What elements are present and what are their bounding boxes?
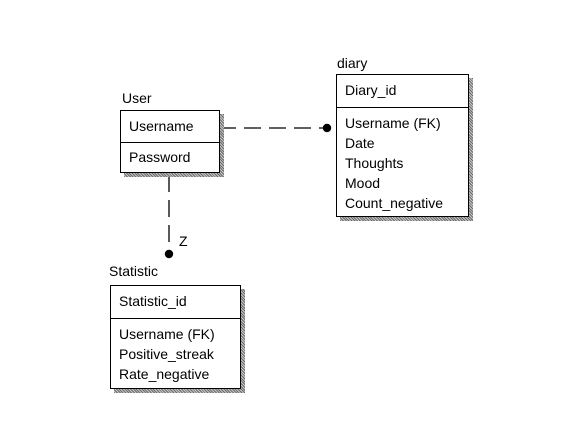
- diary-key-section: Diary_id: [337, 75, 468, 108]
- user-statistic-cardinality-label: Z: [179, 233, 188, 249]
- user-diary-dot: [322, 123, 332, 133]
- user-entity[interactable]: Username Password: [120, 110, 220, 173]
- statistic-entity-title: Statistic: [109, 263, 159, 279]
- diary-attribute-mood: Mood: [345, 175, 381, 191]
- statistic-key-attribute: Statistic_id: [119, 293, 187, 309]
- user-attribute-section: Password: [121, 143, 219, 167]
- user-attribute-password: Password: [129, 149, 191, 165]
- diary-attribute-count-negative: Count_negative: [345, 195, 444, 211]
- diary-attribute-date: Date: [345, 135, 375, 151]
- user-key-attribute: Username: [129, 118, 194, 134]
- user-entity-title: User: [122, 90, 152, 106]
- diary-entity-title: diary: [337, 55, 368, 71]
- diary-attribute-thoughts: Thoughts: [345, 155, 404, 171]
- statistic-attribute-positive-streak: Positive_streak: [119, 346, 214, 362]
- statistic-attribute-section: Username (FK) Positive_streak Rate_negat…: [111, 319, 240, 384]
- statistic-key-section: Statistic_id: [111, 286, 240, 319]
- statistic-entity[interactable]: Statistic_id Username (FK) Positive_stre…: [110, 285, 241, 389]
- diary-attribute-section: Username (FK) Date Thoughts Mood Count_n…: [337, 108, 468, 213]
- user-key-section: Username: [121, 111, 219, 143]
- diary-attribute-username-fk: Username (FK): [345, 115, 441, 131]
- user-statistic-dot: [164, 249, 174, 259]
- diary-entity[interactable]: Diary_id Username (FK) Date Thoughts Moo…: [336, 74, 469, 217]
- statistic-attribute-username-fk: Username (FK): [119, 326, 215, 342]
- diary-key-attribute: Diary_id: [345, 82, 397, 98]
- statistic-attribute-rate-negative: Rate_negative: [119, 366, 210, 382]
